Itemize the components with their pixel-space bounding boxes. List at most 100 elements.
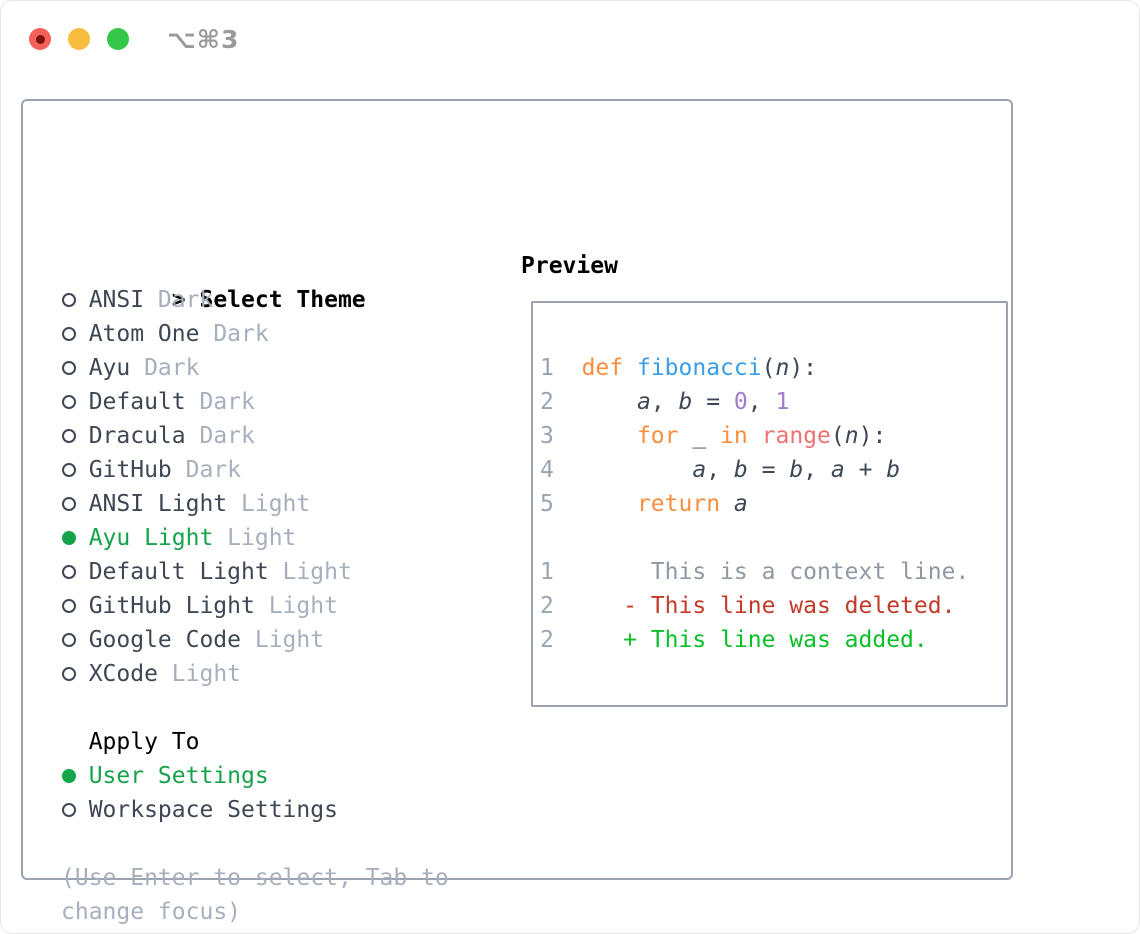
code-token: in	[720, 423, 748, 449]
code-token	[679, 423, 693, 449]
theme-option-variant-tag: Light	[254, 593, 338, 619]
theme-option-variant-tag: Light	[268, 559, 352, 585]
theme-option[interactable]: GitHub Dark	[61, 453, 449, 487]
line-number: 5	[540, 491, 554, 517]
line-number: 2	[540, 627, 554, 653]
theme-option[interactable]: Google Code Light	[61, 623, 449, 657]
radio-unselected-icon	[62, 463, 76, 477]
theme-option-label: XCode	[88, 661, 158, 687]
code-token	[554, 457, 692, 483]
radio-unselected-icon	[62, 803, 76, 817]
theme-option-label: Google Code	[88, 627, 242, 653]
minimize-button[interactable]	[68, 28, 90, 50]
theme-option[interactable]: Default Dark	[61, 385, 449, 419]
close-button[interactable]	[29, 28, 51, 50]
code-token	[706, 423, 720, 449]
theme-option[interactable]: Default Light Light	[61, 555, 449, 589]
code-token: This is a context line.	[650, 559, 970, 585]
line-number: 1	[540, 559, 554, 585]
apply-to-header: Apply To	[88, 729, 200, 755]
spacer	[61, 827, 449, 861]
theme-option[interactable]: Atom One Dark	[61, 317, 449, 351]
code-token: range	[761, 423, 831, 449]
theme-option-variant-tag: Dark	[185, 389, 255, 415]
radio-unselected-icon	[62, 395, 76, 409]
theme-option-label: Default	[88, 389, 186, 415]
theme-option[interactable]: Ayu Dark	[61, 351, 449, 385]
code-token: b	[886, 457, 901, 483]
code-token: 0	[733, 389, 748, 415]
code-token: fibonacci	[636, 355, 762, 381]
code-token: ,	[706, 457, 734, 483]
theme-option-label: Ayu Light	[88, 525, 214, 551]
code-token: =	[747, 457, 790, 483]
code-token: b	[789, 457, 804, 483]
apply-to-option-label: Workspace Settings	[88, 797, 338, 823]
code-line: 1 def fibonacci(n):	[540, 351, 1006, 385]
radio-unselected-icon	[62, 599, 76, 613]
code-token: + This line was added.	[623, 627, 928, 653]
line-number: 4	[540, 457, 554, 483]
theme-option-variant-tag: Dark	[185, 423, 255, 449]
window-title: ⌥⌘3	[167, 25, 240, 54]
line-number: 3	[540, 423, 554, 449]
code-token: n	[844, 423, 859, 449]
select-theme-title: Select Theme	[199, 287, 366, 313]
radio-unselected-icon	[62, 327, 76, 341]
code-token	[748, 423, 762, 449]
line-number: 2	[540, 389, 554, 415]
code-line: 4 a, b = b, a + b	[540, 453, 1006, 487]
radio-unselected-icon	[62, 497, 76, 511]
line-number: 2	[540, 593, 554, 619]
theme-option-variant-tag: Light	[241, 627, 325, 653]
theme-option-label: Atom One	[88, 321, 200, 347]
code-token	[554, 389, 637, 415]
code-token: _	[692, 423, 707, 449]
radio-unselected-icon	[62, 293, 76, 307]
code-line: 2 - This line was deleted.	[540, 589, 1006, 623]
zoom-button[interactable]	[107, 28, 129, 50]
theme-option-label: ANSI	[88, 287, 145, 313]
code-token: ,	[650, 389, 679, 415]
radio-unselected-icon	[62, 429, 76, 443]
code-line: 1 This is a context line.	[540, 555, 1006, 589]
theme-option-variant-tag: Dark	[199, 321, 269, 347]
apply-to-option[interactable]: User Settings	[61, 759, 449, 793]
code-token: =	[692, 389, 734, 415]
radio-unselected-icon	[62, 565, 76, 579]
code-token: a	[636, 389, 651, 415]
theme-option[interactable]: XCode Light	[61, 657, 449, 691]
theme-option-label: Default Light	[88, 559, 269, 585]
code-token: b	[678, 389, 693, 415]
theme-option[interactable]: ANSI Light Light	[61, 487, 449, 521]
code-token	[623, 355, 637, 381]
code-token: b	[733, 457, 748, 483]
radio-unselected-icon	[62, 361, 76, 375]
code-token: a	[733, 491, 748, 517]
code-token: ,	[747, 389, 776, 415]
theme-option[interactable]: GitHub Light Light	[61, 589, 449, 623]
code-token: n	[775, 355, 790, 381]
help-text-line: change focus)	[61, 899, 242, 925]
theme-option[interactable]: Dracula Dark	[61, 419, 449, 453]
preview-title: Preview	[521, 253, 618, 279]
code-token: a	[692, 457, 707, 483]
theme-option-label: Dracula	[88, 423, 186, 449]
code-token	[554, 423, 637, 449]
code-token	[554, 355, 582, 381]
prompt-caret-icon: >	[171, 287, 186, 313]
apply-to-option[interactable]: Workspace Settings	[61, 793, 449, 827]
radio-unselected-icon	[62, 667, 76, 681]
code-token: for	[636, 423, 679, 449]
line-number: 1	[540, 355, 554, 381]
theme-option-variant-tag: Light	[157, 661, 242, 687]
theme-option[interactable]: Ayu Light Light	[61, 521, 449, 555]
theme-option[interactable]: ANSI Dark	[61, 283, 449, 317]
